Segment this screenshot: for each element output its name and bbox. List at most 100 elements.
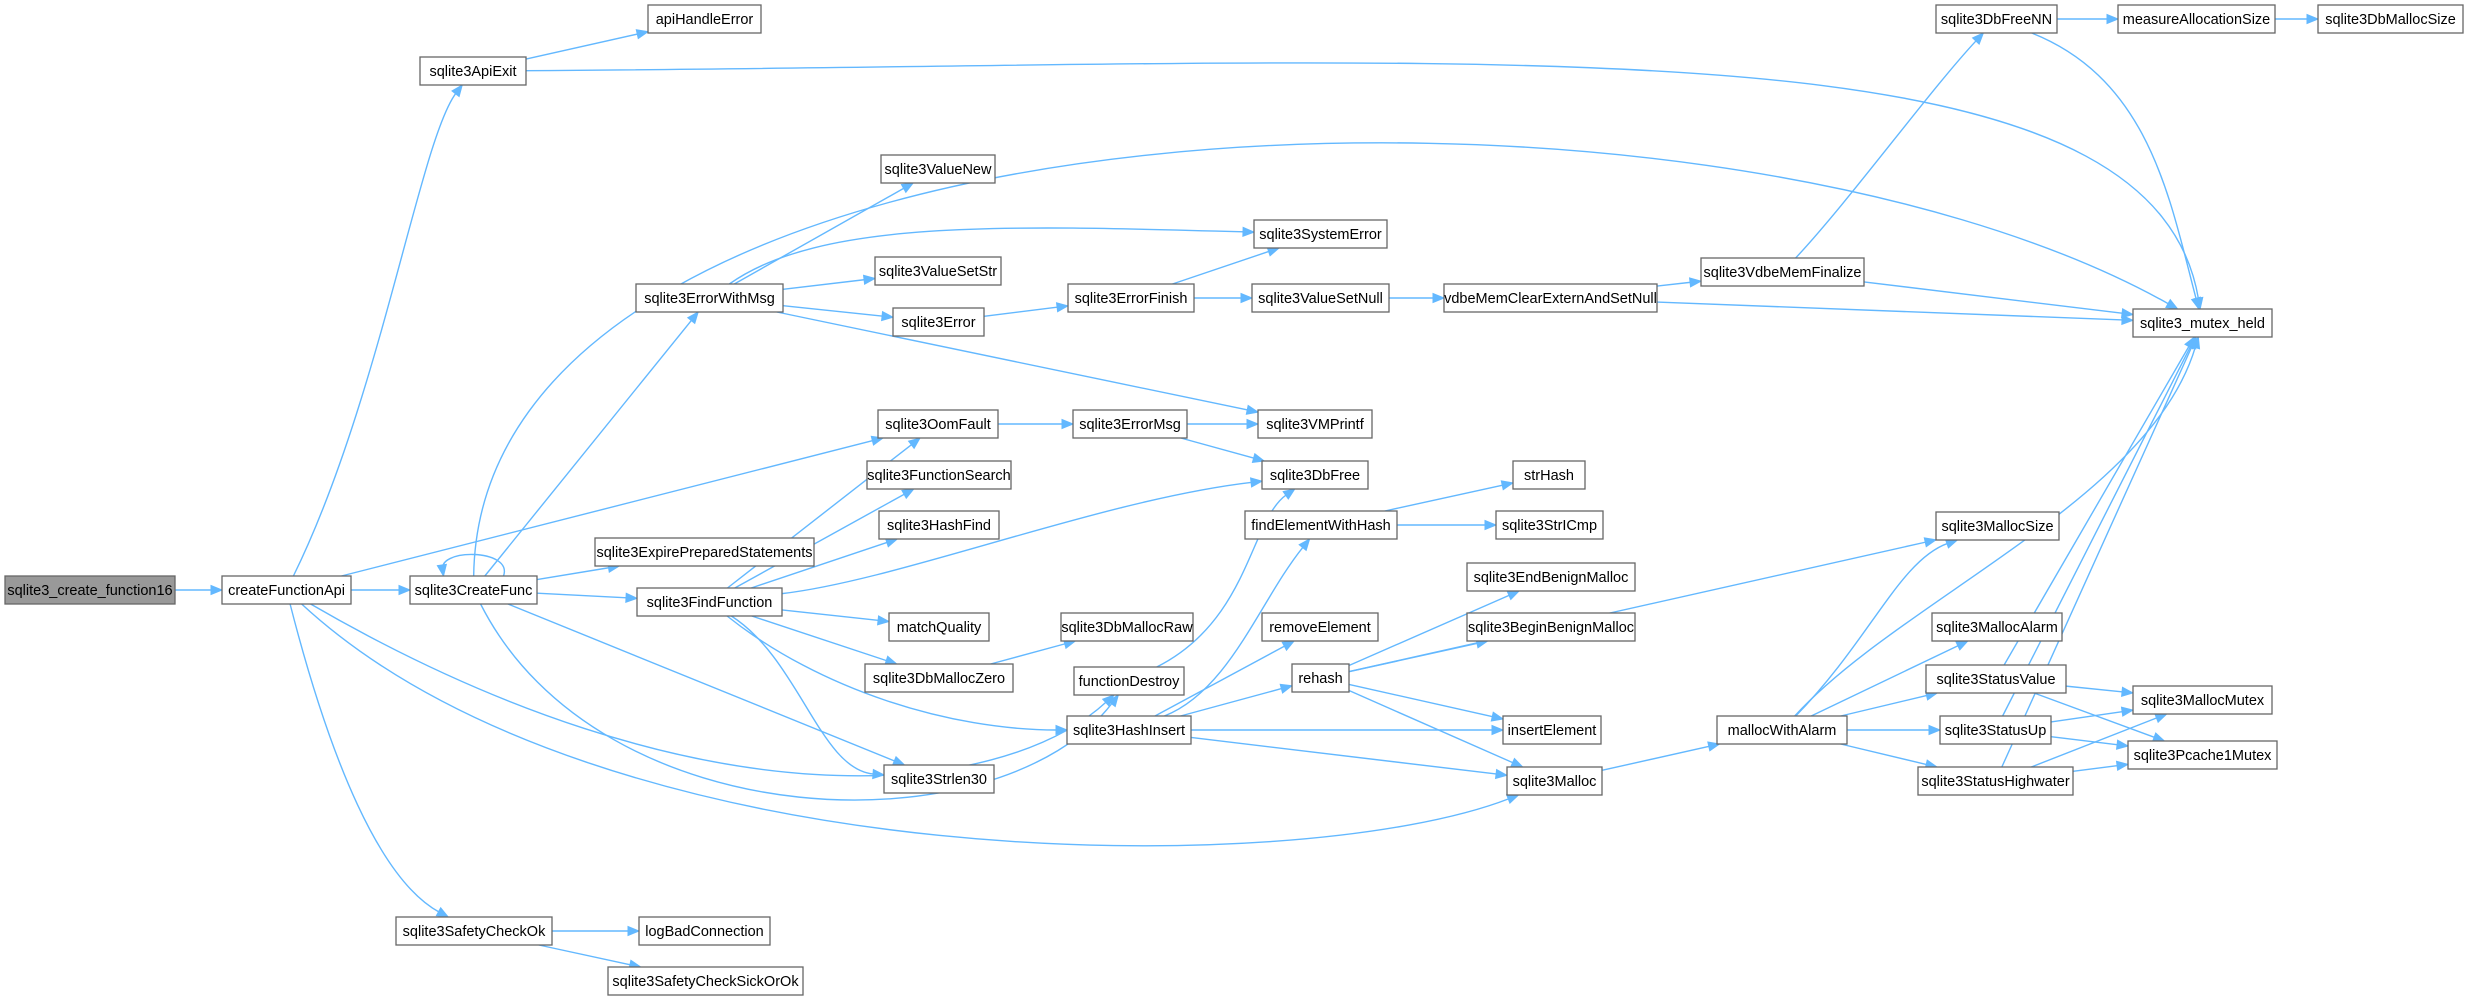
arrowhead: [1490, 711, 1505, 722]
node-sqlite3DbMallocSize[interactable]: sqlite3DbMallocSize: [2317, 4, 2464, 34]
node-sqlite3_mutex_held[interactable]: sqlite3_mutex_held: [2132, 308, 2273, 338]
node-sqlite3VdbeMemFinalize[interactable]: sqlite3VdbeMemFinalize: [1700, 257, 1865, 287]
node-insertElement[interactable]: insertElement: [1502, 715, 1602, 745]
node-measureAllocationSize[interactable]: measureAllocationSize: [2117, 4, 2276, 34]
node-sqlite3CreateFunc[interactable]: sqlite3CreateFunc: [409, 575, 538, 605]
node-label: sqlite3ErrorMsg: [1079, 417, 1181, 433]
node-label: insertElement: [1508, 723, 1597, 739]
node-sqlite3StrICmp[interactable]: sqlite3StrICmp: [1495, 510, 1604, 540]
node-box: [1261, 612, 1379, 642]
node-box: [1466, 562, 1636, 592]
arrowhead: [2120, 307, 2135, 319]
node-sqlite3ValueSetNull[interactable]: sqlite3ValueSetNull: [1251, 283, 1390, 313]
node-label: sqlite3FunctionSearch: [867, 468, 1010, 484]
node-box: [888, 612, 990, 642]
node-box: [1261, 460, 1369, 490]
node-sqlite3DbFreeNN[interactable]: sqlite3DbFreeNN: [1935, 4, 2058, 34]
node-removeElement[interactable]: removeElement: [1261, 612, 1379, 642]
node-box: [2117, 4, 2276, 34]
node-label: sqlite3DbMallocZero: [873, 671, 1005, 687]
edge-mallocWithAlarm-to-sqlite3MallocSize: [1795, 542, 1949, 717]
edge-sqlite3StatusHighwater-to-sqlite3_mutex_held: [2001, 345, 2193, 768]
edge-sqlite3CreateFunc-to-sqlite3Strlen30: [507, 603, 896, 762]
node-sqlite3SafetyCheckSickOrOk[interactable]: sqlite3SafetyCheckSickOrOk: [607, 966, 804, 996]
node-sqlite3DbFree[interactable]: sqlite3DbFree: [1261, 460, 1369, 490]
node-strHash[interactable]: strHash: [1512, 460, 1586, 490]
edge-functionDestroy-to-sqlite3DbFree: [1156, 494, 1287, 668]
node-label: sqlite3ValueSetNull: [1258, 291, 1383, 307]
node-findElementWithHash[interactable]: findElementWithHash: [1244, 510, 1398, 540]
arrowhead: [1491, 724, 1505, 736]
node-functionDestroy[interactable]: functionDestroy: [1073, 666, 1185, 696]
node-vdbeMemClearExternAndSetNull[interactable]: vdbeMemClearExternAndSetNull: [1443, 283, 1658, 313]
node-rehash[interactable]: rehash: [1291, 663, 1350, 693]
node-sqlite3MallocSize[interactable]: sqlite3MallocSize: [1935, 511, 2060, 541]
arrowhead: [1249, 477, 1264, 488]
node-mallocWithAlarm[interactable]: mallocWithAlarm: [1716, 715, 1848, 745]
edge-vdbeMemClearExternAndSetNull-to-sqlite3VdbeMemFinalize: [1656, 281, 1692, 287]
arrowhead: [1484, 519, 1498, 531]
node-sqlite3DbMallocRaw[interactable]: sqlite3DbMallocRaw: [1060, 612, 1194, 642]
node-apiHandleError[interactable]: apiHandleError: [647, 4, 762, 34]
node-box: [607, 966, 804, 996]
arrowhead: [2186, 335, 2197, 350]
node-sqlite3HashFind[interactable]: sqlite3HashFind: [878, 510, 1000, 540]
arrowhead: [210, 584, 224, 596]
arrowhead: [2306, 13, 2320, 25]
node-sqlite3ErrorWithMsg[interactable]: sqlite3ErrorWithMsg: [635, 283, 784, 313]
node-sqlite3HashInsert[interactable]: sqlite3HashInsert: [1066, 715, 1192, 745]
node-sqlite3MallocAlarm[interactable]: sqlite3MallocAlarm: [1931, 612, 2063, 642]
node-sqlite3Malloc[interactable]: sqlite3Malloc: [1506, 766, 1603, 796]
node-sqlite3_create_function16[interactable]: sqlite3_create_function16: [4, 575, 176, 605]
node-sqlite3VMPrintf[interactable]: sqlite3VMPrintf: [1257, 409, 1373, 439]
arrowhead: [625, 592, 639, 603]
edge-layer: [175, 13, 2320, 970]
node-sqlite3ErrorMsg[interactable]: sqlite3ErrorMsg: [1072, 409, 1188, 439]
edge-sqlite3DbMallocZero-to-sqlite3DbMallocRaw: [990, 642, 1066, 665]
arrowhead: [398, 584, 412, 596]
node-label: sqlite3Pcache1Mutex: [2134, 748, 2273, 764]
node-sqlite3BeginBenignMalloc[interactable]: sqlite3BeginBenignMalloc: [1466, 612, 1636, 642]
node-label: sqlite3DbMallocSize: [2325, 12, 2456, 28]
edge-sqlite3FindFunction-to-sqlite3HashInsert: [726, 615, 1058, 731]
arrowhead: [1955, 640, 1969, 651]
node-sqlite3MallocMutex[interactable]: sqlite3MallocMutex: [2132, 685, 2273, 715]
node-box: [1060, 612, 1194, 642]
node-sqlite3ExpirePreparedStatements[interactable]: sqlite3ExpirePreparedStatements: [594, 537, 815, 567]
node-sqlite3ErrorFinish[interactable]: sqlite3ErrorFinish: [1067, 283, 1195, 313]
node-label: removeElement: [1269, 620, 1371, 636]
node-sqlite3EndBenignMalloc[interactable]: sqlite3EndBenignMalloc: [1466, 562, 1636, 592]
node-createFunctionApi[interactable]: createFunctionApi: [221, 575, 352, 605]
node-sqlite3OomFault[interactable]: sqlite3OomFault: [877, 409, 999, 439]
node-sqlite3StatusValue[interactable]: sqlite3StatusValue: [1925, 664, 2067, 694]
node-box: [2132, 308, 2273, 338]
node-sqlite3ValueSetStr[interactable]: sqlite3ValueSetStr: [874, 256, 1002, 286]
arrowhead: [1505, 794, 1520, 805]
node-sqlite3FunctionSearch[interactable]: sqlite3FunctionSearch: [866, 460, 1012, 490]
node-sqlite3Strlen30[interactable]: sqlite3Strlen30: [883, 764, 995, 794]
node-box: [874, 256, 1002, 286]
node-sqlite3StatusHighwater[interactable]: sqlite3StatusHighwater: [1917, 766, 2074, 796]
node-sqlite3Pcache1Mutex[interactable]: sqlite3Pcache1Mutex: [2127, 740, 2278, 770]
node-label: sqlite3EndBenignMalloc: [1474, 570, 1629, 586]
edge-rehash-to-sqlite3EndBenignMalloc: [1348, 594, 1511, 667]
node-box: [409, 575, 538, 605]
node-sqlite3ApiExit[interactable]: sqlite3ApiExit: [419, 56, 527, 86]
node-sqlite3DbMallocZero[interactable]: sqlite3DbMallocZero: [864, 663, 1014, 693]
node-sqlite3SafetyCheckOk[interactable]: sqlite3SafetyCheckOk: [395, 916, 553, 946]
node-label: logBadConnection: [645, 924, 764, 940]
node-label: sqlite3ValueNew: [885, 162, 992, 178]
node-label: sqlite3DbFreeNN: [1941, 12, 2052, 28]
node-sqlite3FindFunction[interactable]: sqlite3FindFunction: [636, 587, 783, 617]
arrowhead: [635, 29, 650, 40]
node-label: sqlite3ValueSetStr: [879, 264, 997, 280]
node-sqlite3ValueNew[interactable]: sqlite3ValueNew: [880, 154, 996, 184]
node-box: [1939, 715, 2052, 745]
node-logBadConnection[interactable]: logBadConnection: [638, 916, 771, 946]
node-sqlite3Error[interactable]: sqlite3Error: [892, 307, 985, 337]
node-sqlite3SystemError[interactable]: sqlite3SystemError: [1253, 219, 1388, 249]
edge-sqlite3ApiExit-to-apiHandleError: [525, 33, 639, 60]
arrowhead: [2115, 760, 2130, 771]
node-sqlite3StatusUp[interactable]: sqlite3StatusUp: [1939, 715, 2052, 745]
node-matchQuality[interactable]: matchQuality: [888, 612, 990, 642]
